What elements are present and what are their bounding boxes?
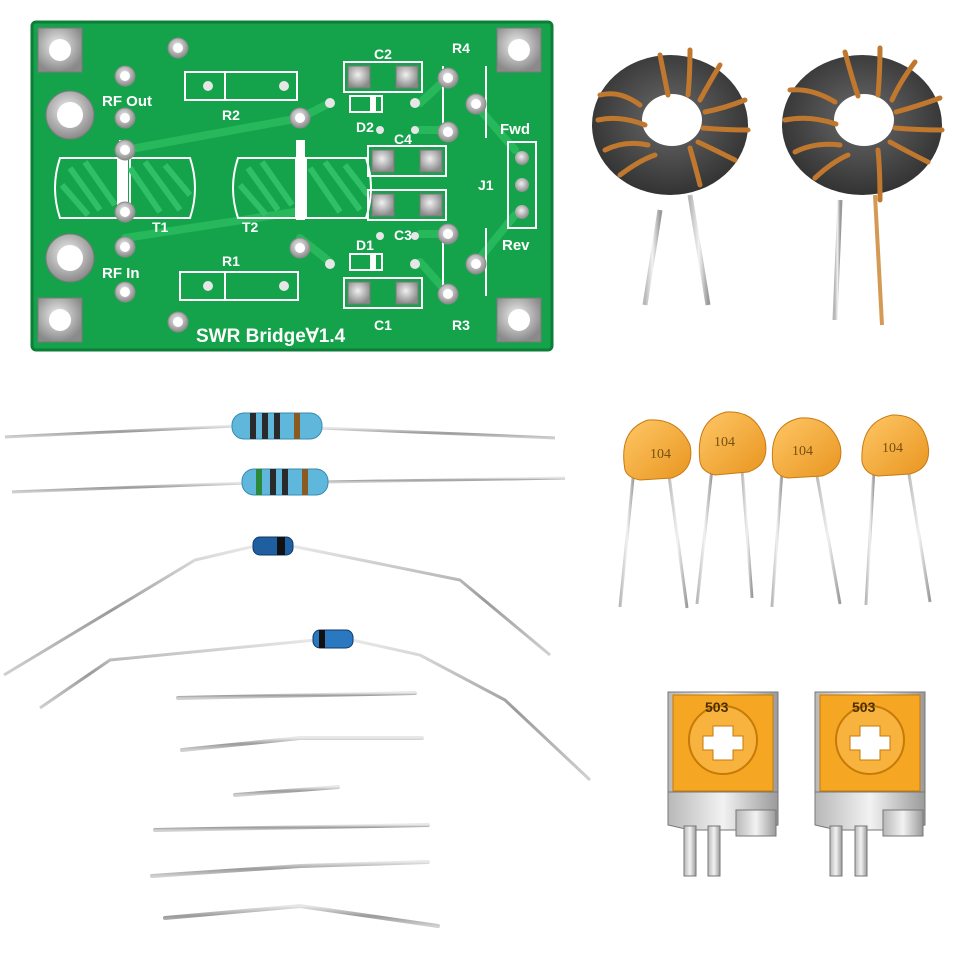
label-c4: C4 <box>394 131 412 147</box>
pcb-holes <box>114 37 487 333</box>
capacitor-marking: 104 <box>714 435 735 450</box>
resistor-2 <box>11 468 566 496</box>
trimmer-marking: 503 <box>852 699 876 715</box>
capacitor-marking: 104 <box>650 447 671 462</box>
toroid-right <box>782 45 945 326</box>
smd-capacitor-pads <box>347 65 443 305</box>
label-rev: Rev <box>502 237 530 254</box>
label-c3: C3 <box>394 227 412 243</box>
ceramic-capacitor-1: 104 <box>618 419 692 609</box>
resistor-1 <box>4 412 556 440</box>
trimmer-marking: 503 <box>705 699 729 715</box>
capacitor-marking: 104 <box>882 441 903 456</box>
label-rf-out: RF Out <box>102 93 152 110</box>
toroid-left <box>592 47 751 306</box>
j1-header <box>507 141 537 229</box>
transformer-footprints <box>54 140 372 220</box>
label-r1: R1 <box>222 253 240 269</box>
label-c1: C1 <box>374 317 392 333</box>
label-fwd: Fwd <box>500 121 530 138</box>
label-t1: T1 <box>152 219 169 235</box>
pcb-silkscreen: RF Out RF In R2 R1 R4 R3 C2 C4 C3 C1 D2 … <box>102 40 530 347</box>
trimmer-pot-2: 503 <box>814 691 926 877</box>
smd-capacitor-outlines <box>343 61 447 309</box>
wire-jumpers <box>150 691 440 928</box>
trimmer-pot-1: 503 <box>667 691 779 877</box>
ceramic-capacitor-3: 104 <box>770 417 842 608</box>
rf-connector-pads <box>45 90 95 283</box>
label-d1: D1 <box>356 237 374 253</box>
label-r4: R4 <box>452 40 470 56</box>
diode-1 <box>3 536 551 677</box>
label-t2: T2 <box>242 219 259 235</box>
ceramic-capacitor-2: 104 <box>695 411 767 605</box>
diode-2 <box>39 629 592 782</box>
diode-footprints <box>349 95 383 271</box>
ceramic-capacitor-4: 104 <box>861 414 932 606</box>
label-c2: C2 <box>374 46 392 62</box>
mounting-pads <box>37 27 542 343</box>
label-rf-in: RF In <box>102 265 140 282</box>
label-j1: J1 <box>478 177 494 193</box>
capacitor-marking: 104 <box>792 444 813 459</box>
label-d2: D2 <box>356 119 374 135</box>
label-r3: R3 <box>452 317 470 333</box>
pcb-title: SWR Bridge∀1.4 <box>196 326 346 347</box>
pcb-board: RF Out RF In R2 R1 R4 R3 C2 C4 C3 C1 D2 … <box>30 20 554 352</box>
label-r2: R2 <box>222 107 240 123</box>
